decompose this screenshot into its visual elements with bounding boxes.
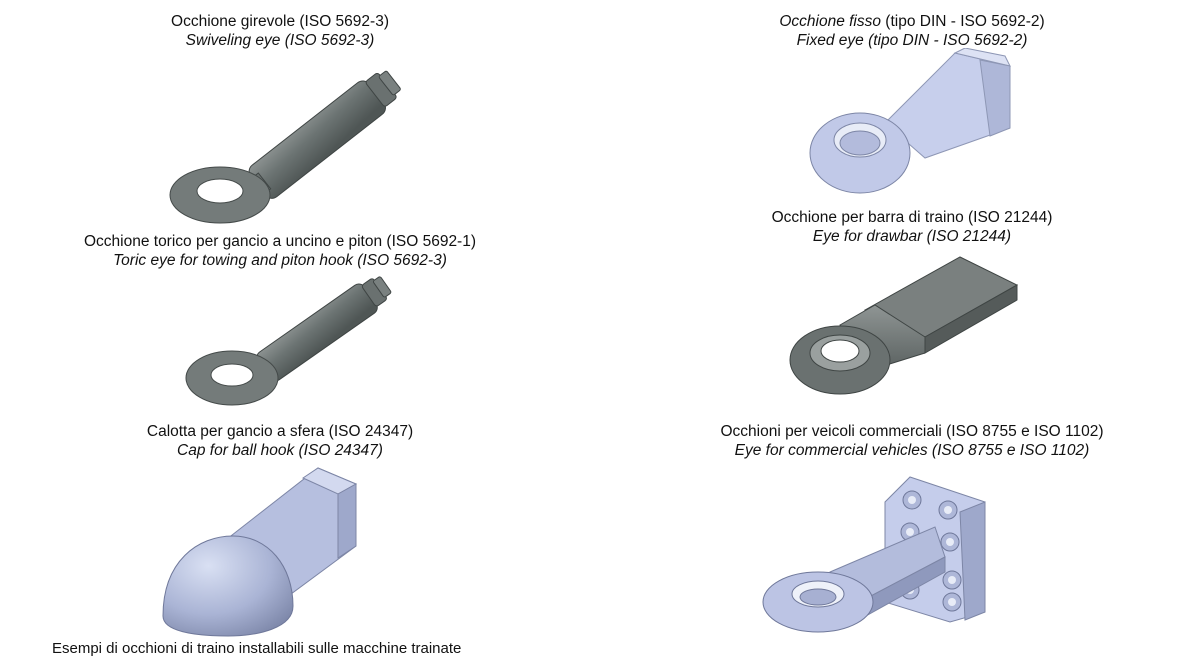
caption-english: Swiveling eye (ISO 5692-3)	[185, 32, 375, 49]
caption-english: Eye for commercial vehicles (ISO 8755 e …	[734, 442, 1090, 459]
caption-swiveling-eye: Occhione girevole (ISO 5692-3) Swiveling…	[80, 12, 480, 50]
caption-commercial-eye: Occhioni per veicoli commerciali (ISO 87…	[692, 422, 1132, 460]
caption-italian: Occhione fisso (tipo DIN - ISO 5692-2)	[712, 12, 1112, 31]
caption-italian-italic: Occhione fisso	[779, 13, 881, 30]
caption-italian-rest: (tipo DIN - ISO 5692-2)	[881, 13, 1045, 30]
caption-italian: Occhione girevole (ISO 5692-3)	[171, 13, 389, 30]
drawbar-eye-image	[789, 256, 1019, 395]
caption-italian: Occhioni per veicoli commerciali (ISO 87…	[720, 423, 1104, 440]
caption-italian: Occhione torico per gancio a uncino e pi…	[83, 233, 477, 250]
caption-fixed-eye: Occhione fisso (tipo DIN - ISO 5692-2) F…	[712, 12, 1112, 50]
toric-eye-image	[185, 276, 392, 406]
caption-toric-eye: Occhione torico per gancio a uncino e pi…	[60, 232, 500, 270]
caption-italian: Calotta per gancio a sfera (ISO 24347)	[146, 423, 414, 440]
caption-english: Toric eye for towing and piton hook (ISO…	[113, 252, 447, 269]
caption-italian: Occhione per barra di traino (ISO 21244)	[771, 209, 1053, 226]
commercial-eye-image	[762, 476, 986, 633]
caption-english: Eye for drawbar (ISO 21244)	[812, 228, 1012, 245]
ball-cap-image	[162, 467, 358, 637]
fixed-eye-image	[809, 48, 1011, 194]
caption-ball-cap: Calotta per gancio a sfera (ISO 24347) C…	[80, 422, 480, 460]
caption-drawbar-eye: Occhione per barra di traino (ISO 21244)…	[712, 208, 1112, 246]
swiveling-eye-image	[169, 70, 401, 224]
caption-english: Fixed eye (tipo DIN - ISO 5692-2)	[796, 32, 1028, 49]
footer-caption: Esempi di occhioni di traino installabil…	[52, 640, 462, 657]
caption-english: Cap for ball hook (ISO 24347)	[177, 442, 383, 459]
